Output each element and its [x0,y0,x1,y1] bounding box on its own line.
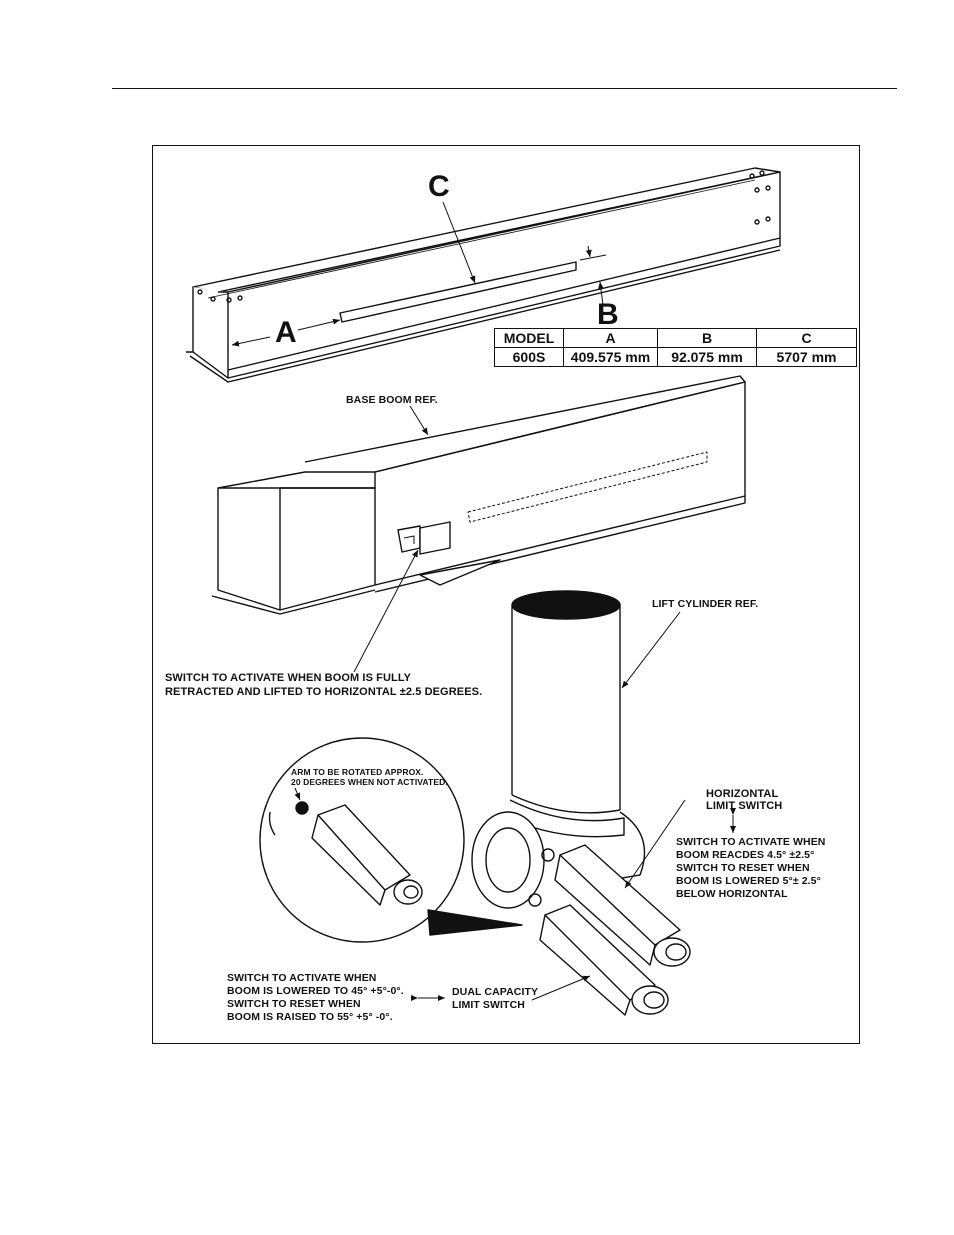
label-c: C [428,170,450,203]
dual-capacity-switch [528,893,669,1016]
table-header-row: MODEL A B C [494,328,857,348]
arm-note-line-2: 20 DEGREES WHEN NOT ACTIVATED. [291,777,448,787]
horizontal-note-line-3: SWITCH TO RESET WHEN [676,862,810,874]
arm-note-line-1: ARM TO BE ROTATED APPROX. [291,767,424,777]
table-header: B [657,328,757,348]
dual-note-line-2: BOOM IS LOWERED TO 45° +5°-0°. [227,985,404,997]
lift-cylinder-label: LIFT CYLINDER REF. [652,598,759,610]
base-boom-label: BASE BOOM REF. [346,394,438,406]
horizontal-note-line-2: BOOM REACDES 4.5° ±2.5° [676,849,815,861]
table-header: MODEL [494,328,564,348]
table-cell: 5707 mm [756,347,857,367]
table-cell: 600S [494,347,564,367]
upper-boom [186,167,781,383]
dual-switch-label-2: LIMIT SWITCH [452,999,525,1011]
horizontal-note-line-5: BELOW HORIZONTAL [676,888,788,900]
horizontal-switch-label-2: LIMIT SWITCH [706,800,783,812]
detail-circle [259,737,465,943]
switch-note-line-1: SWITCH TO ACTIVATE WHEN BOOM IS FULLY [165,672,412,684]
lift-cylinder [471,590,646,909]
table-cell: 92.075 mm [657,347,757,367]
horizontal-note-line-1: SWITCH TO ACTIVATE WHEN [676,836,826,848]
horizontal-note-line-4: BOOM IS LOWERED 5°± 2.5° [676,875,821,887]
table-header: A [563,328,658,348]
dual-note-line-4: BOOM IS RAISED TO 55° +5° -0°. [227,1011,393,1023]
dimension-table: MODEL A B C 600S 409.575 mm 92.075 mm 57… [494,328,857,367]
horizontal-switch-label-1: HORIZONTAL [706,788,779,800]
dual-switch-label-1: DUAL CAPACITY [452,986,539,998]
table-row: 600S 409.575 mm 92.075 mm 5707 mm [494,347,857,367]
label-a: A [275,316,297,349]
detail-arrow [427,909,523,936]
leader-lines [231,201,736,1001]
label-b: B [597,298,619,331]
horizontal-switch [541,844,691,967]
header-rule [112,88,897,89]
dual-note-line-1: SWITCH TO ACTIVATE WHEN [227,972,377,984]
dual-note-line-3: SWITCH TO RESET WHEN [227,998,361,1010]
figure-frame [152,145,860,1044]
table-cell: 409.575 mm [563,347,658,367]
table-header: C [756,328,857,348]
switch-note-line-2: RETRACTED AND LIFTED TO HORIZONTAL ±2.5 … [165,686,483,698]
lower-boom [211,375,746,615]
